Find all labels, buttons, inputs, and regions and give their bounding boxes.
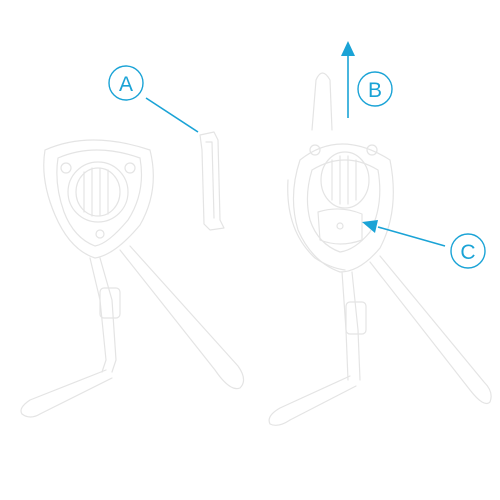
callout-a-label: A <box>119 73 133 96</box>
right-stand-foot <box>268 375 357 426</box>
left-grille <box>67 161 129 223</box>
left-bracket-inner <box>205 141 215 219</box>
callout-b-circle <box>357 71 393 107</box>
callout-c-leader <box>377 226 446 247</box>
callout-b: B <box>341 41 393 118</box>
callout-b-arrowhead <box>341 41 355 56</box>
callout-c: C <box>362 220 486 269</box>
left-stand-pole <box>89 257 117 373</box>
callout-a-leader <box>145 97 199 133</box>
callout-b-label: B <box>368 79 382 102</box>
left-assembly <box>20 131 245 418</box>
callout-c-label: C <box>460 241 475 264</box>
left-clamp-inner <box>56 149 143 247</box>
left-stand-leg-right <box>119 245 245 390</box>
left-bracket-part <box>199 131 225 231</box>
left-clamp-body <box>43 139 154 259</box>
callout-c-circle <box>450 233 486 269</box>
callout-a-circle <box>108 65 144 101</box>
right-grille <box>320 151 370 209</box>
right-upright-tab <box>311 72 333 131</box>
right-clamp-body <box>292 143 394 273</box>
callout-c-arrowhead <box>362 220 378 233</box>
left-stand-foot <box>20 369 113 418</box>
callout-a: A <box>108 65 199 133</box>
right-assembly <box>268 72 492 426</box>
right-stand-pole <box>341 271 361 381</box>
right-mount-bracket <box>317 208 363 245</box>
right-stand-leg-right <box>369 255 492 405</box>
